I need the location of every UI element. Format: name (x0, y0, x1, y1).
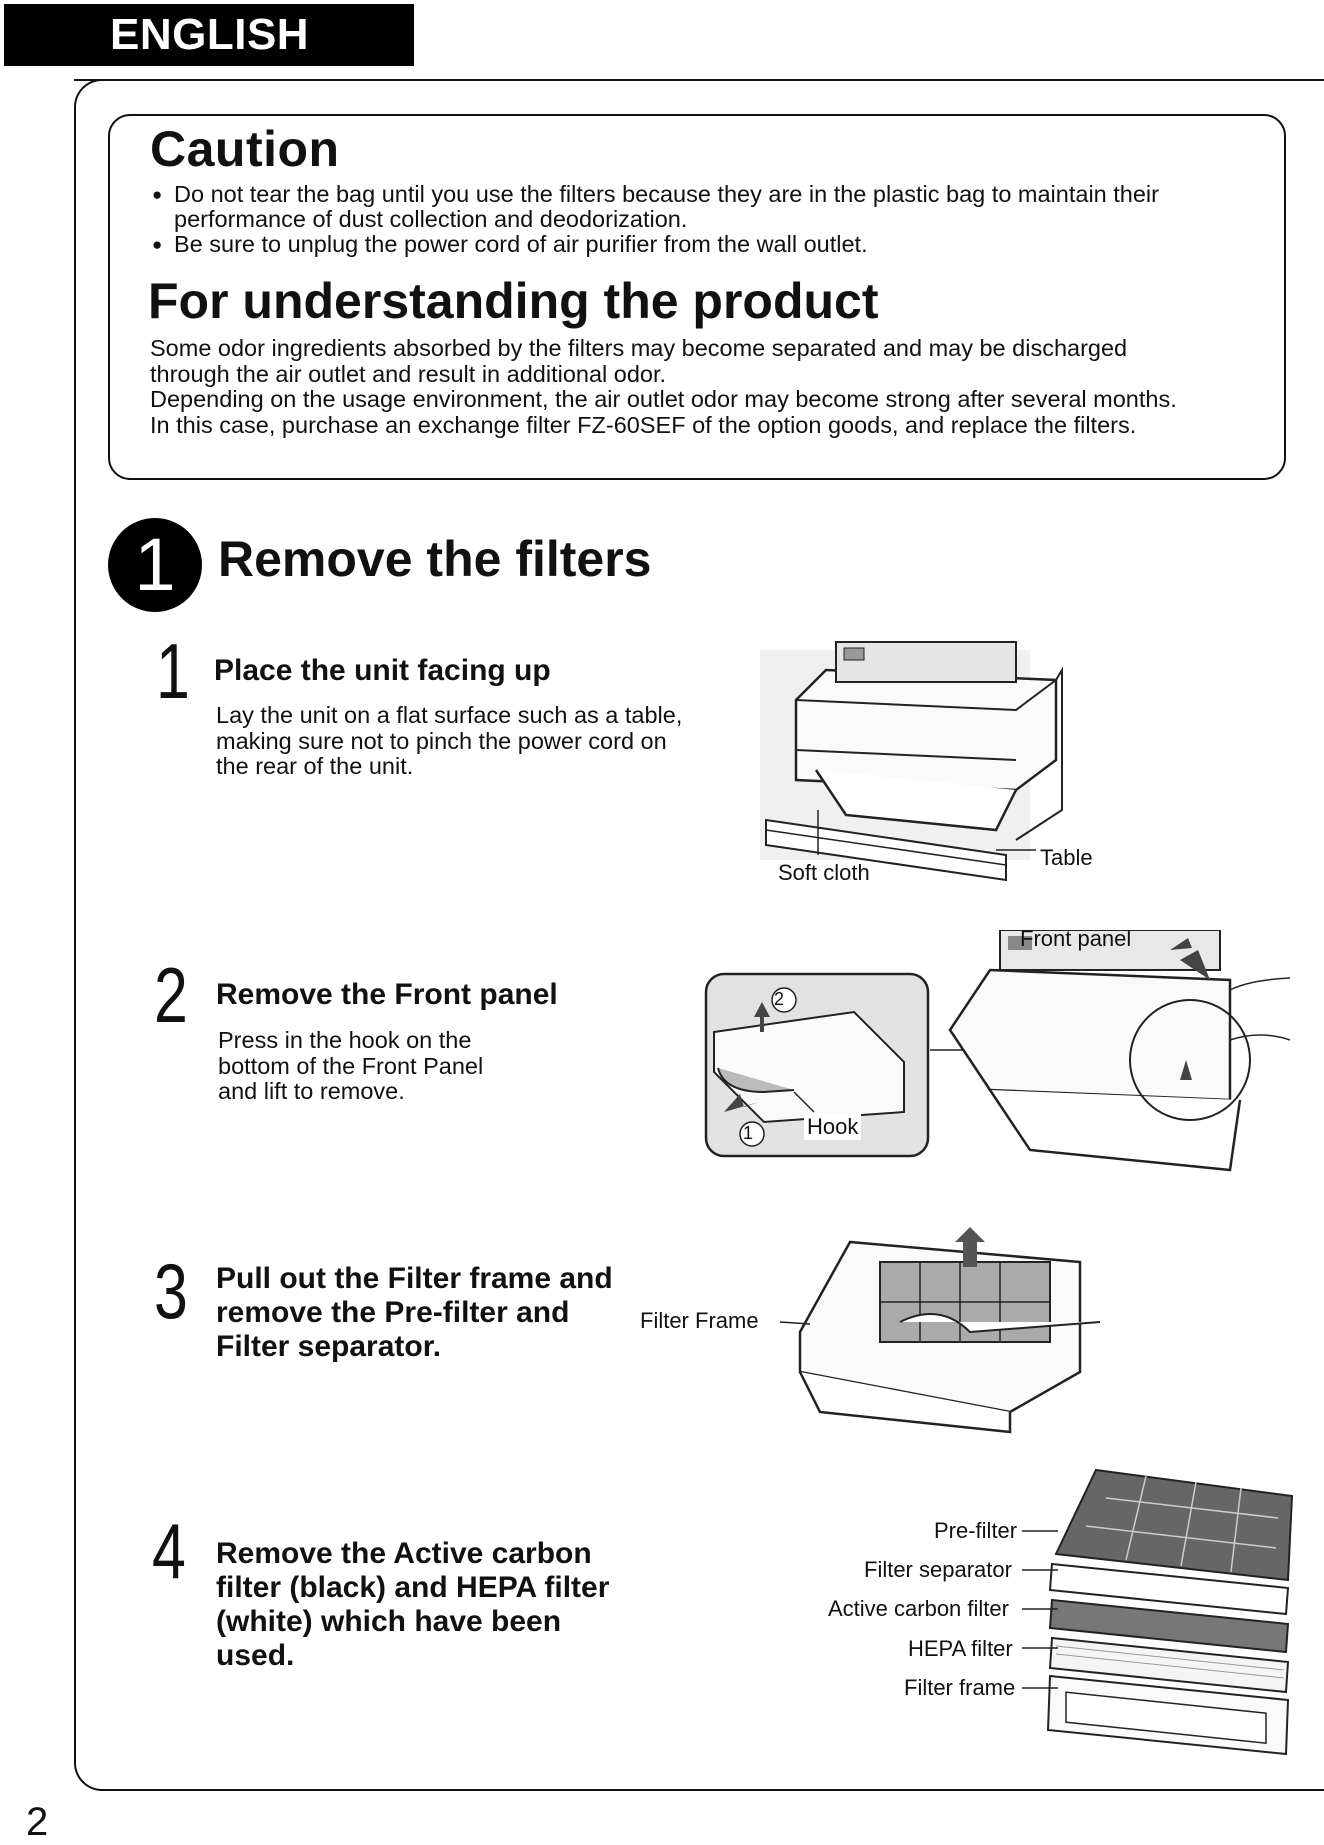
label-active-carbon-filter: Active carbon filter (828, 1596, 1009, 1621)
page-frame-top (74, 79, 1324, 81)
label-filter-frame-stack: Filter frame (904, 1675, 1016, 1700)
filter-frame-illustration (780, 1227, 1100, 1434)
marker-1: 1 (743, 1123, 754, 1143)
step-title: Remove the Front panel (216, 978, 558, 1011)
caution-bullet: Be sure to unplug the power cord of air … (152, 232, 1272, 258)
section-title: Remove the filters (218, 531, 652, 587)
step-number: 4 (152, 1507, 186, 1595)
unit-on-table-illustration (760, 641, 1063, 882)
label-hook: Hook (804, 1114, 862, 1140)
step-number: 1 (156, 627, 190, 715)
understanding-title: For understanding the product (148, 273, 879, 329)
filter-stack-illustration (1046, 1468, 1294, 1756)
step-number: 2 (154, 951, 188, 1039)
label-soft-cloth: Soft cloth (778, 860, 870, 885)
page-frame-left (74, 79, 114, 1791)
label-table: Table (1040, 845, 1093, 870)
label-hepa-filter: HEPA filter (908, 1636, 1013, 1661)
understanding-line: Some odor ingredients absorbed by the fi… (150, 335, 1128, 361)
label-filter-separator: Filter separator (864, 1557, 1012, 1582)
page-number: 2 (26, 1800, 49, 1844)
page-frame-bottom (100, 1789, 1324, 1791)
caution-bullet: Do not tear the bag until you use the fi… (152, 182, 1272, 232)
step-body: Press in the hook on the bottom of the F… (218, 1027, 484, 1104)
step-body: Lay the unit on a flat surface such as a… (216, 702, 683, 779)
hook-detail-illustration (704, 972, 930, 1158)
caution-title: Caution (150, 121, 340, 177)
step-title: Remove the Active carbon filter (black) … (216, 1537, 610, 1672)
understanding-text: Some odor ingredients absorbed by the fi… (150, 335, 1275, 438)
section-number-badge: 1 (108, 518, 202, 612)
language-tab: ENGLISH (4, 4, 414, 66)
step-number: 3 (154, 1247, 188, 1335)
front-panel-removal-illustration (930, 930, 1290, 1172)
understanding-line: Depending on the usage environment, the … (150, 386, 1177, 412)
marker-2: 2 (774, 989, 785, 1009)
label-pre-filter: Pre-filter (934, 1518, 1018, 1543)
label-leader-lines (1022, 1530, 1058, 1689)
caution-box (108, 114, 1286, 480)
understanding-line: through the air outlet and result in add… (150, 360, 667, 387)
understanding-line: In this case, purchase an exchange filte… (150, 411, 1137, 438)
label-front-panel: Front panel (1020, 926, 1132, 951)
step-title: Place the unit facing up (214, 654, 551, 687)
step-title: Pull out the Filter frame and remove the… (216, 1262, 613, 1363)
label-filter-frame: Filter Frame (640, 1308, 759, 1333)
caution-list: Do not tear the bag until you use the fi… (152, 182, 1272, 258)
